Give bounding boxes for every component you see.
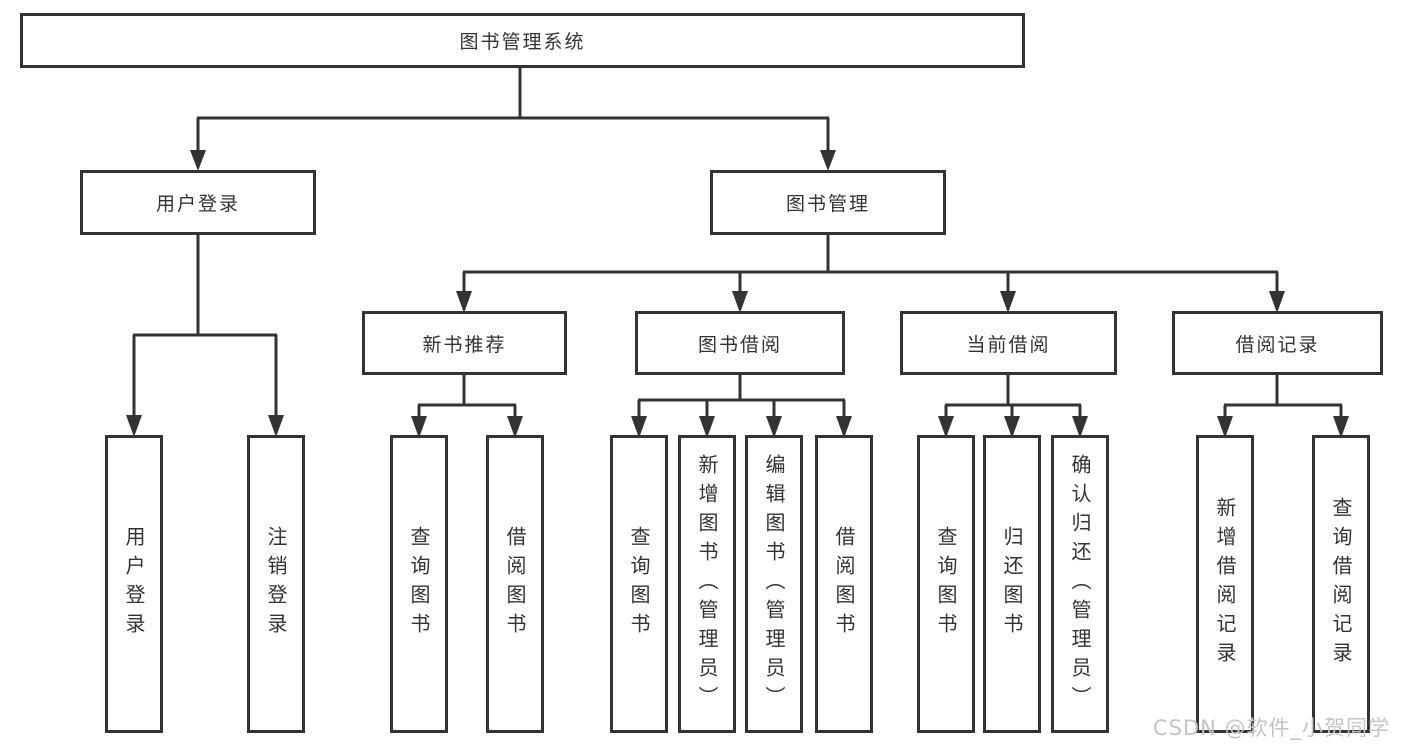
node-user-login: 用户登录 xyxy=(80,170,316,235)
leaf-query-book-2-label: 查询图书 xyxy=(627,526,651,642)
leaf-add-borrow-record: 新增借阅记录 xyxy=(1196,435,1254,733)
leaf-edit-book-admin-label: 编辑图书（管理员） xyxy=(762,453,786,715)
node-root: 图书管理系统 xyxy=(20,13,1025,68)
leaf-user-login: 用户登录 xyxy=(105,435,163,733)
leaf-confirm-return-admin-label: 确认归还（管理员） xyxy=(1068,453,1092,715)
leaf-add-borrow-record-label: 新增借阅记录 xyxy=(1213,497,1237,671)
node-current-borrow: 当前借阅 xyxy=(900,311,1117,375)
node-book-management-label: 图书管理 xyxy=(785,193,870,215)
node-book-management: 图书管理 xyxy=(710,170,946,235)
leaf-user-login-label: 用户登录 xyxy=(122,526,146,642)
leaf-add-book-admin: 新增图书（管理员） xyxy=(678,435,736,733)
leaf-return-book: 归还图书 xyxy=(983,435,1041,733)
arrowheads xyxy=(126,150,1349,438)
node-user-login-label: 用户登录 xyxy=(155,193,240,215)
leaf-query-book-3: 查询图书 xyxy=(917,435,975,733)
node-book-borrow-label: 图书借阅 xyxy=(697,333,782,356)
node-root-label: 图书管理系统 xyxy=(459,31,586,53)
node-borrow-records: 借阅记录 xyxy=(1172,311,1383,375)
node-new-book-recommend: 新书推荐 xyxy=(362,311,567,375)
leaf-borrow-book-1-label: 借阅图书 xyxy=(503,526,527,642)
leaf-query-book-3-label: 查询图书 xyxy=(934,526,958,642)
leaf-borrow-book-2: 借阅图书 xyxy=(815,435,873,733)
leaf-query-book-1-label: 查询图书 xyxy=(407,526,431,642)
node-current-borrow-label: 当前借阅 xyxy=(966,333,1051,356)
leaf-query-book-1: 查询图书 xyxy=(390,435,448,733)
leaf-edit-book-admin: 编辑图书（管理员） xyxy=(745,435,803,733)
leaf-logout: 注销登录 xyxy=(247,435,305,733)
leaf-query-borrow-record-label: 查询借阅记录 xyxy=(1329,497,1353,671)
node-new-book-recommend-label: 新书推荐 xyxy=(422,333,507,356)
csdn-watermark: CSDN @软件_小贺同学 xyxy=(1153,716,1391,740)
leaf-borrow-book-1: 借阅图书 xyxy=(486,435,544,733)
leaf-query-book-2: 查询图书 xyxy=(610,435,668,733)
leaf-logout-label: 注销登录 xyxy=(264,526,288,642)
node-book-borrow: 图书借阅 xyxy=(635,311,845,375)
leaf-borrow-book-2-label: 借阅图书 xyxy=(832,526,856,642)
leaf-query-borrow-record: 查询借阅记录 xyxy=(1312,435,1370,733)
leaf-add-book-admin-label: 新增图书（管理员） xyxy=(695,453,719,715)
leaf-return-book-label: 归还图书 xyxy=(1000,526,1024,642)
leaf-confirm-return-admin: 确认归还（管理员） xyxy=(1051,435,1109,733)
node-borrow-records-label: 借阅记录 xyxy=(1235,333,1320,356)
